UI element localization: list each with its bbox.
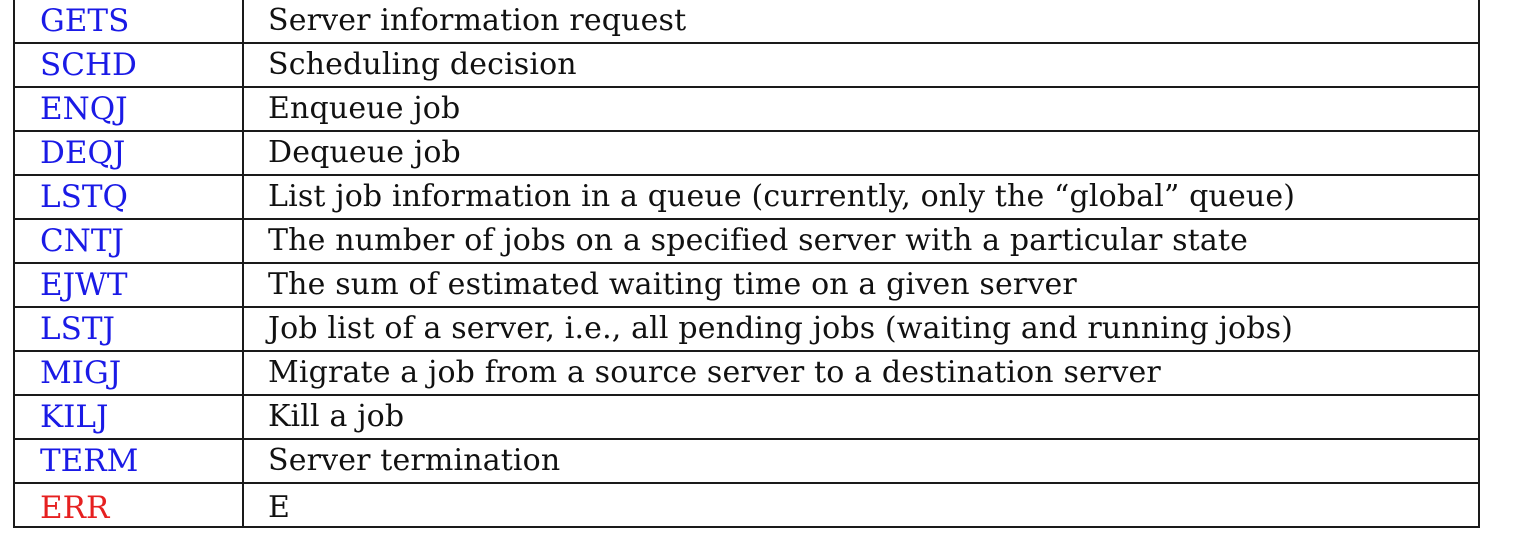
command-name: MIGJ [13,350,244,396]
command-name: DEQJ [13,130,244,176]
command-name: ENQJ [13,86,244,132]
command-name: LSTJ [13,306,244,352]
command-description: Job list of a server, i.e., all pending … [242,306,1480,352]
table-row: EJWT The sum of estimated waiting time o… [13,262,1480,308]
table-row: CNTJ The number of jobs on a specified s… [13,218,1480,264]
command-description: List job information in a queue (current… [242,174,1480,220]
command-name: TERM [13,438,244,484]
table-row: LSTJ Job list of a server, i.e., all pen… [13,306,1480,352]
command-name: CNTJ [13,218,244,264]
command-description: Enqueue job [242,86,1480,132]
error-command-description: E [242,482,1480,528]
table-row: SCHD Scheduling decision [13,42,1480,88]
command-description: Kill a job [242,394,1480,440]
command-name: LSTQ [13,174,244,220]
error-command-name: ERR [13,482,244,528]
command-name: GETS [13,0,244,44]
command-name: KILJ [13,394,244,440]
table-row: MIGJ Migrate a job from a source server … [13,350,1480,396]
command-description: The number of jobs on a specified server… [242,218,1480,264]
command-name: SCHD [13,42,244,88]
command-description: The sum of estimated waiting time on a g… [242,262,1480,308]
command-description: Migrate a job from a source server to a … [242,350,1480,396]
table-row: ENQJ Enqueue job [13,86,1480,132]
command-table-body: GETS Server information request SCHD Sch… [13,0,1480,528]
command-description: Server termination [242,438,1480,484]
clipped-bottom-row: ERR E [13,482,1480,528]
table-row: KILJ Kill a job [13,394,1480,440]
command-name: EJWT [13,262,244,308]
table-row: GETS Server information request [13,0,1480,44]
command-description: Scheduling decision [242,42,1480,88]
command-table: GETS Server information request SCHD Sch… [13,0,1480,528]
table-row: LSTQ List job information in a queue (cu… [13,174,1480,220]
command-description: Dequeue job [242,130,1480,176]
table-row: TERM Server termination [13,438,1480,484]
table-row: DEQJ Dequeue job [13,130,1480,176]
command-description: Server information request [242,0,1480,44]
